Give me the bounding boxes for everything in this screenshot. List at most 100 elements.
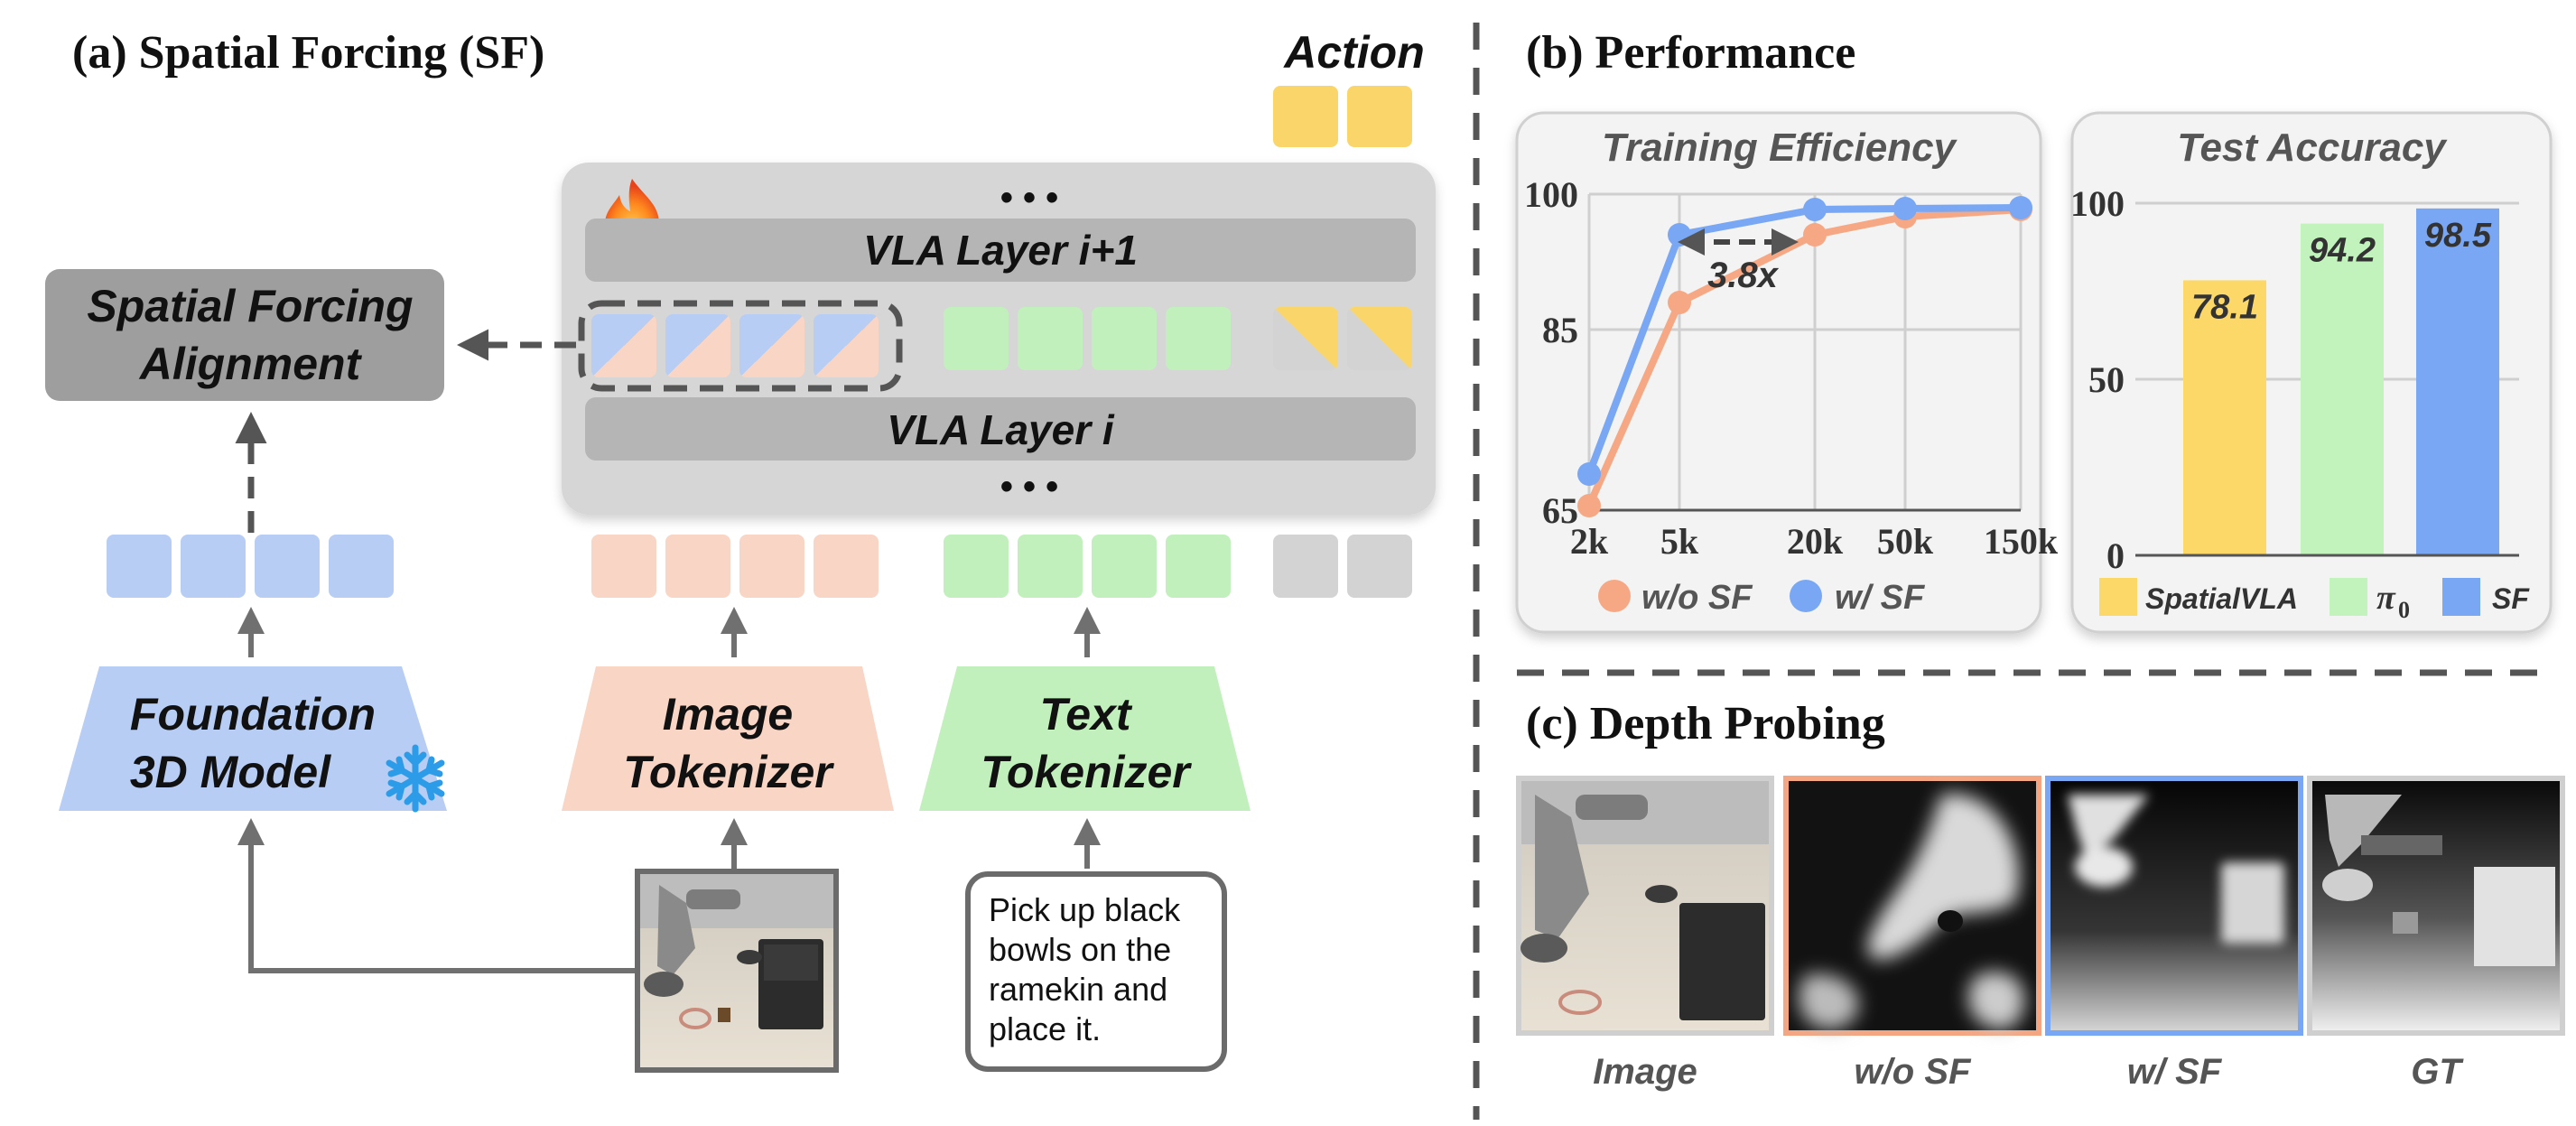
- legend-pi0-swatch: [2330, 578, 2367, 616]
- image-tokenizer-line1: Image: [663, 689, 794, 740]
- series-point: [1668, 291, 1691, 314]
- hidden-action-token: [1273, 307, 1338, 370]
- depth-wo-sf-image: [1783, 776, 2041, 1036]
- y-tick-label: 100: [2070, 183, 2125, 224]
- selected-token-group: [578, 300, 903, 392]
- legend-pi0: π: [2376, 579, 2396, 617]
- speedup-annotation: 3.8x: [1707, 256, 1780, 295]
- hidden-action-token: [1347, 307, 1412, 370]
- empty-action-tokens: [1273, 535, 1412, 598]
- image-tokens: [591, 535, 879, 598]
- legend-sf-swatch: [2442, 578, 2480, 616]
- caption-w-sf: w/ SF: [2127, 1052, 2223, 1092]
- text-token: [1092, 535, 1157, 598]
- caption-wo-sf: w/o SF: [1855, 1052, 1972, 1092]
- legend-spatialvla-swatch: [2099, 578, 2137, 616]
- hidden-text-token: [944, 307, 1009, 370]
- input-scene-image: [635, 869, 839, 1073]
- x-tick-label: 150k: [1984, 521, 2059, 562]
- image-to-foundation-arrow: [237, 818, 637, 973]
- y-tick-label: 50: [2088, 359, 2125, 400]
- bar-value-label: 94.2: [2309, 232, 2376, 270]
- y-tick-label: 65: [1542, 490, 1578, 531]
- ellipsis-top: • • •: [1000, 178, 1058, 218]
- bar-chart-title: Test Accuracy: [2177, 126, 2448, 170]
- instruction-line: Pick up black: [989, 891, 1181, 928]
- action-token: [1347, 86, 1412, 147]
- panel-a: (a) Spatial Forcing (SF) Action • • • VL…: [45, 27, 1436, 1073]
- line-chart-title: Training Efficiency: [1602, 126, 1958, 170]
- depth-input-image: [1516, 776, 1774, 1036]
- hidden-text-tokens: [944, 307, 1231, 370]
- snowflake-icon: [386, 744, 445, 813]
- bar-value-label: 98.5: [2424, 217, 2492, 255]
- depth-w-sf-image: [2045, 776, 2303, 1036]
- series-point: [1577, 494, 1601, 517]
- bar: [2301, 223, 2384, 555]
- instruction-line: bowls on the: [989, 931, 1171, 968]
- alignment-label-line2: Alignment: [138, 339, 363, 389]
- legend-w-sf-marker: [1790, 580, 1822, 612]
- text-tokenizer: [919, 666, 1251, 811]
- legend-spatialvla: SpatialVLA: [2145, 582, 2298, 615]
- depth-gt-image: [2307, 776, 2565, 1036]
- y-tick-label: 100: [1524, 174, 1578, 215]
- foundation-tokens: [107, 535, 394, 598]
- hidden-action-tokens: [1273, 307, 1412, 370]
- bar: [2416, 208, 2499, 555]
- text-tokens: [944, 535, 1231, 598]
- alignment-label-line1: Spatial Forcing: [87, 281, 413, 331]
- foundation-token: [255, 535, 320, 598]
- hidden-text-token: [1166, 307, 1231, 370]
- hidden-text-token: [1018, 307, 1083, 370]
- y-tick-label: 85: [1542, 310, 1578, 350]
- foundation-token: [107, 535, 172, 598]
- series-point: [1893, 197, 1917, 220]
- foundation-label-line2: 3D Model: [130, 747, 331, 797]
- x-tick-label: 20k: [1787, 521, 1844, 562]
- foundation-token: [181, 535, 246, 598]
- series-point: [2009, 196, 2032, 219]
- legend-sf: SF: [2492, 582, 2530, 615]
- instruction-line: place it.: [989, 1010, 1101, 1047]
- hidden-image-token: [591, 314, 656, 377]
- legend-wo-sf: w/o SF: [1641, 579, 1753, 617]
- text-token: [944, 535, 1009, 598]
- hidden-text-token: [1092, 307, 1157, 370]
- panel-a-title: (a) Spatial Forcing (SF): [72, 27, 544, 79]
- empty-action-token: [1273, 535, 1338, 598]
- panel-c-title: (c) Depth Probing: [1526, 698, 1885, 749]
- action-label: Action: [1282, 27, 1425, 78]
- text-tokenizer-line1: Text: [1040, 689, 1133, 740]
- foundation-3d-model: [59, 666, 447, 811]
- caption-image: Image: [1593, 1052, 1697, 1092]
- caption-gt: GT: [2411, 1052, 2464, 1092]
- image-tokenizer-line2: Tokenizer: [623, 747, 834, 797]
- vla-layer-lower: [585, 397, 1416, 461]
- legend-pi0-subscript: 0: [2398, 597, 2410, 623]
- panel-c: (c) Depth Probing: [1516, 698, 2565, 1092]
- x-tick-label: 5k: [1660, 521, 1699, 562]
- legend-wo-sf-marker: [1598, 580, 1631, 612]
- y-tick-label: 0: [2106, 535, 2125, 576]
- image-tokenizer: [562, 666, 894, 811]
- vla-layer-upper-label: VLA Layer i+1: [863, 227, 1138, 274]
- bar-value-label: 78.1: [2191, 288, 2258, 326]
- legend-w-sf: w/ SF: [1835, 579, 1926, 617]
- series-point: [1803, 223, 1827, 247]
- hidden-image-token: [665, 314, 730, 377]
- bar: [2183, 280, 2266, 555]
- instruction-text-box: [965, 871, 1227, 1072]
- vla-layer-lower-label: VLA Layer i: [887, 406, 1115, 453]
- vla-layer-upper: [585, 219, 1416, 282]
- series-point: [1577, 462, 1601, 486]
- instruction-line: ramekin and: [989, 971, 1167, 1008]
- series-point: [1803, 198, 1827, 221]
- text-tokenizer-line2: Tokenizer: [981, 747, 1192, 797]
- image-token: [739, 535, 804, 598]
- x-tick-label: 2k: [1570, 521, 1609, 562]
- series-point: [1668, 223, 1691, 247]
- hidden-spatial-tokens: [578, 300, 903, 392]
- spatial-forcing-alignment-box: [45, 269, 444, 401]
